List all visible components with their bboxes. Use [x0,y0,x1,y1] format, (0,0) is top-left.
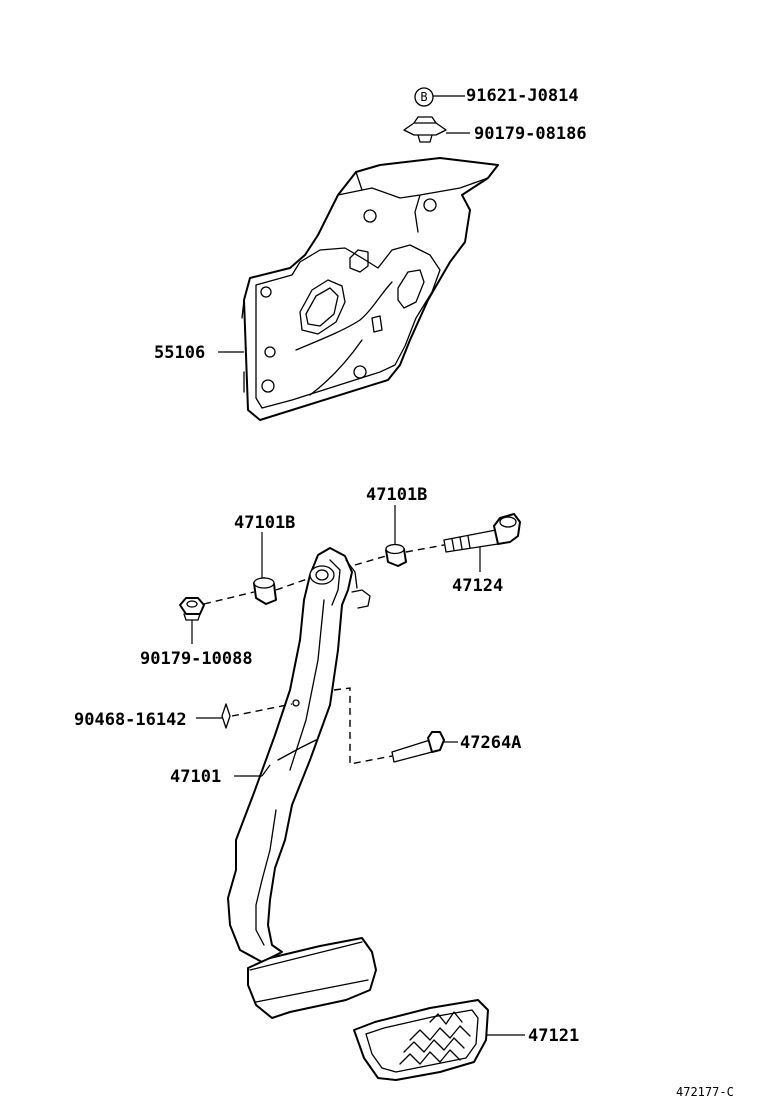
part-47121-pedal-pad [353,999,525,1081]
part-90179-08186-nut [403,116,470,143]
callout-47121: 47121 [528,1026,579,1046]
part-47124-bolt [443,513,521,572]
part-47101b-bushing-left [253,532,277,605]
part-47264a-pin [391,731,458,763]
callout-47124: 47124 [452,576,503,596]
assembly-lines [203,544,445,765]
pedal-pad-plate [247,937,377,1019]
marker-letter: B [420,90,427,104]
callout-47101b-right: 47101B [366,485,427,505]
callout-55106: 55106 [154,343,205,363]
part-55106-bracket [218,157,499,421]
part-47101b-bushing-right [385,505,407,567]
callout-90179-08186: 90179-08186 [474,124,587,144]
callout-47101b-left: 47101B [234,513,295,533]
part-47101-pedal-arm [227,547,371,963]
callout-47101: 47101 [170,767,221,787]
diagram-code: 472177-C [676,1085,734,1099]
marker-b: B [414,87,465,107]
callout-47264A: 47264A [460,733,521,753]
callout-90468-16142: 90468-16142 [74,710,187,730]
part-90179-10088-nut [179,597,205,644]
part-90468-16142-clip [196,703,231,729]
callout-91621-J0814: 91621-J0814 [466,86,579,106]
leader-47101-tip [261,764,271,777]
callout-90179-10088: 90179-10088 [140,649,253,669]
